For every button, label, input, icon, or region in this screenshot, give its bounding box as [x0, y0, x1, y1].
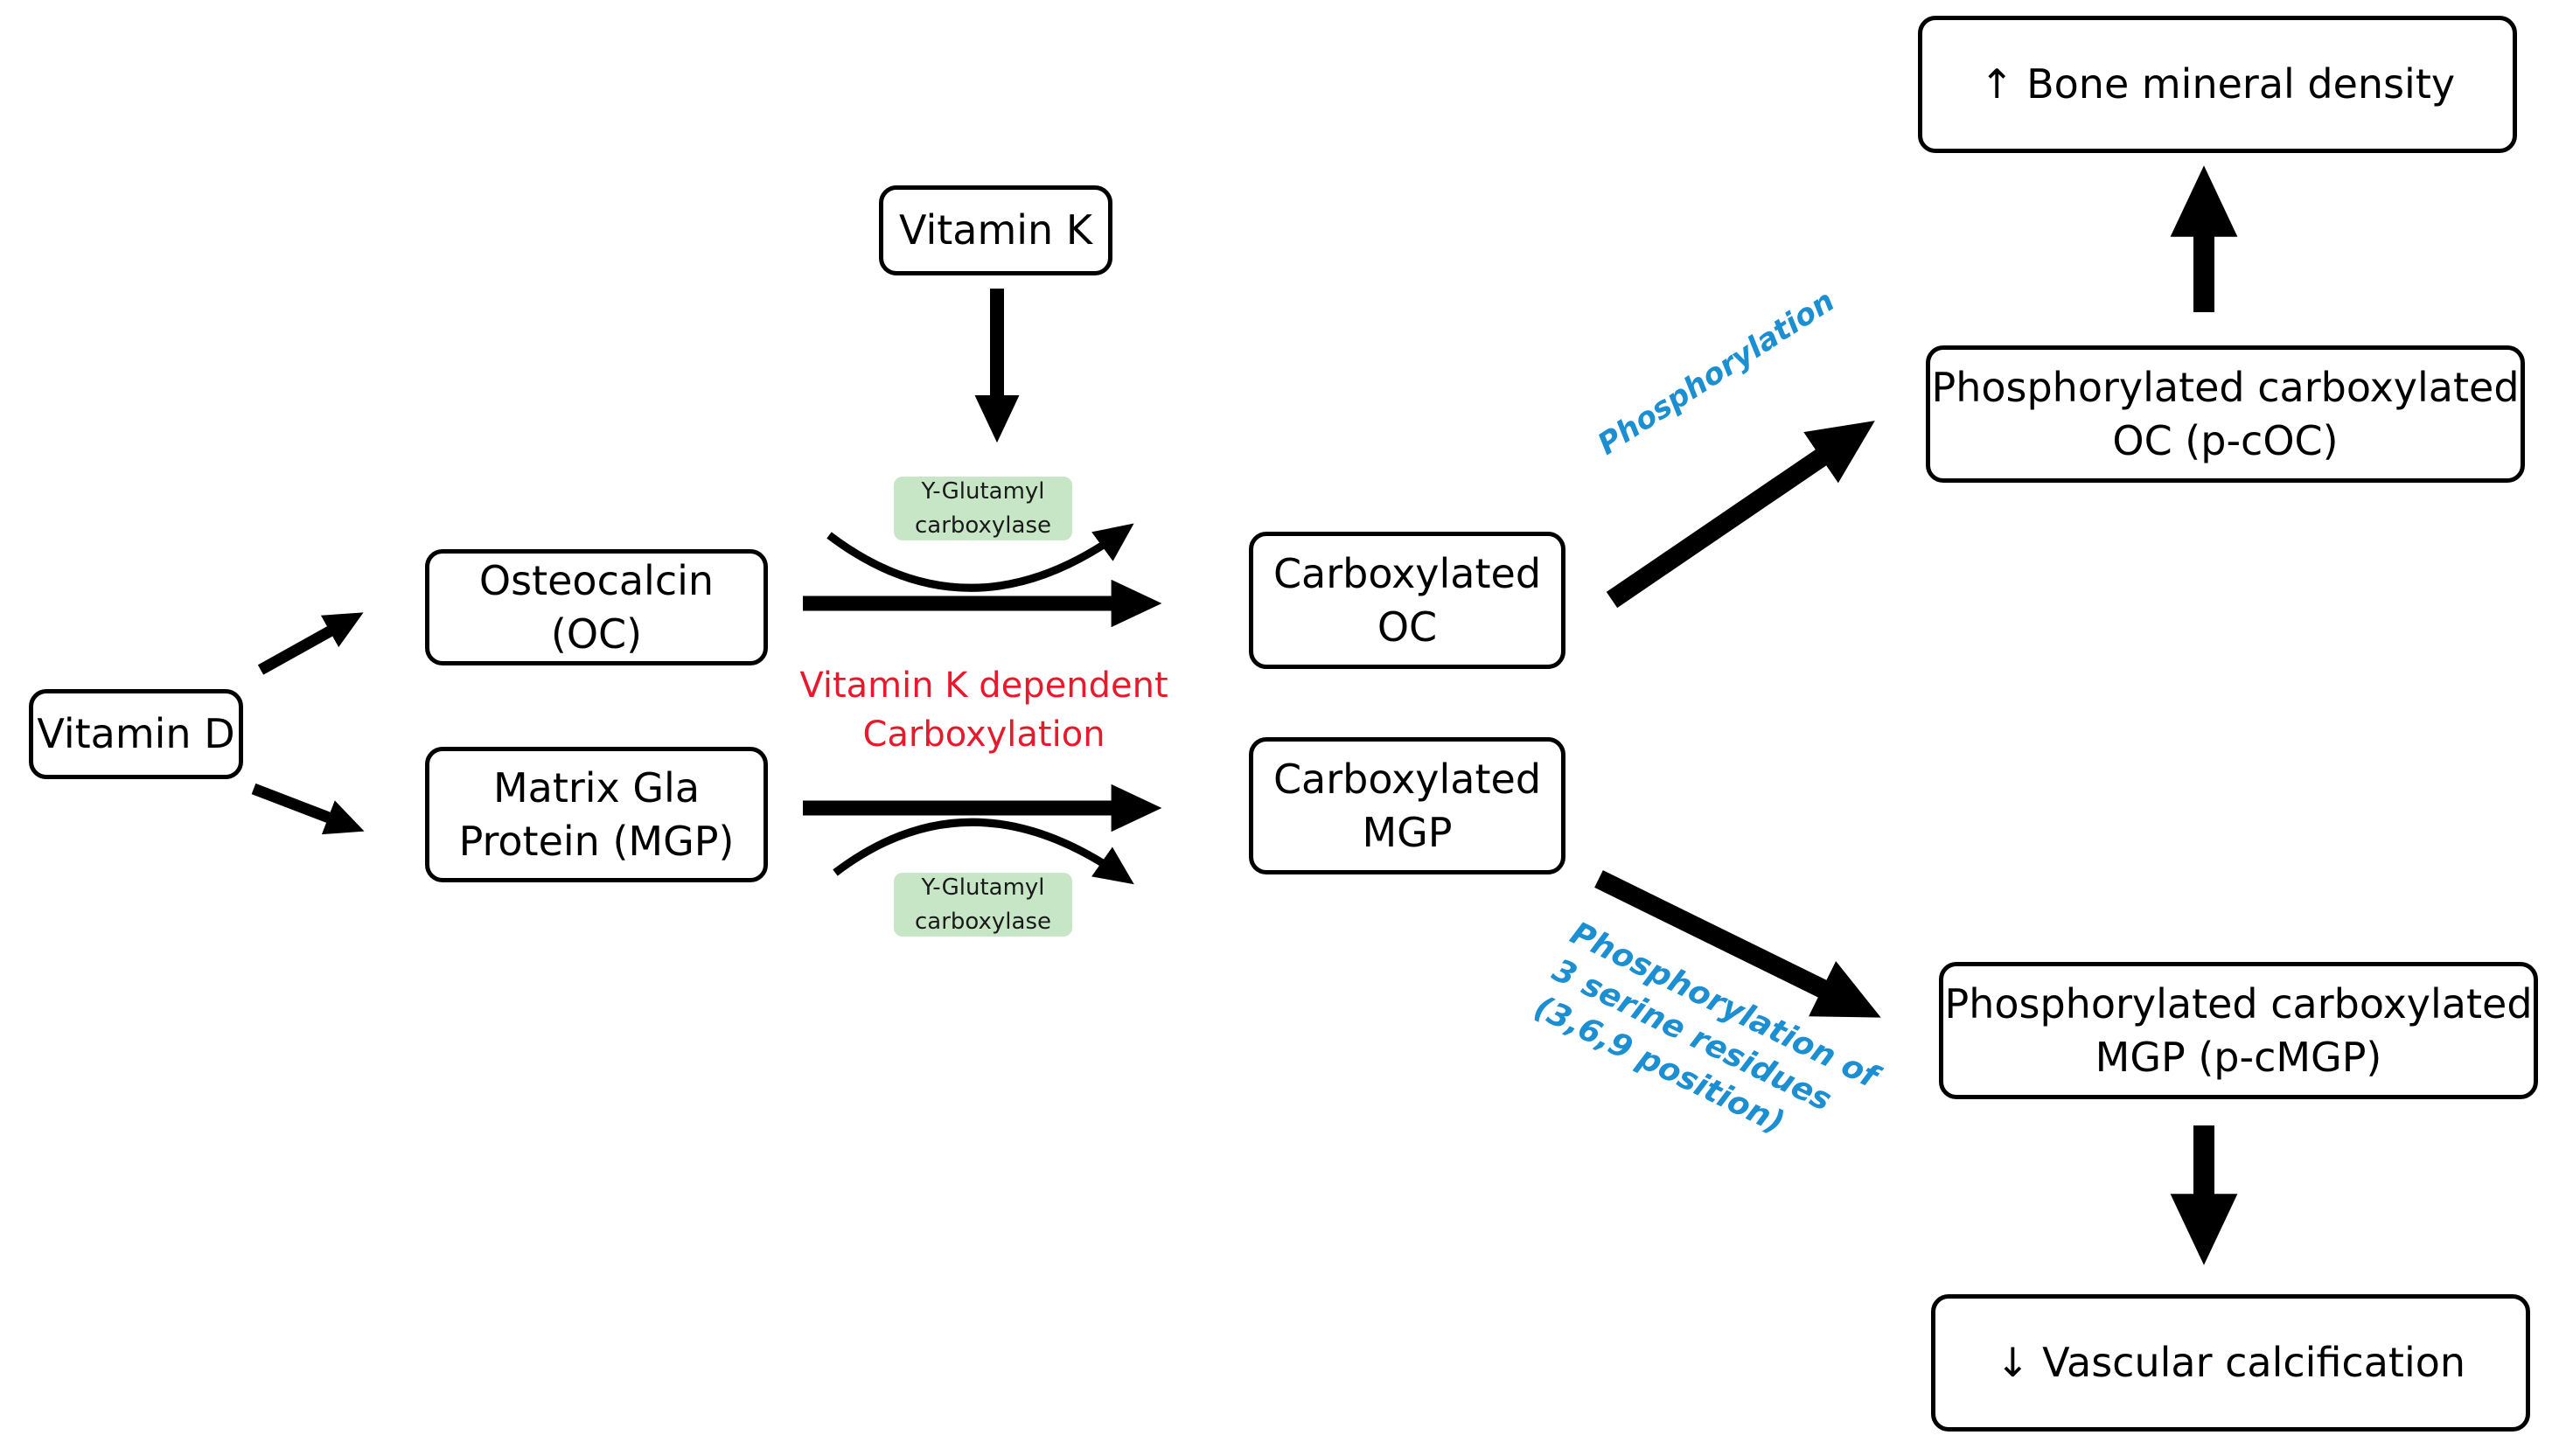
node-bone-density-label: ↑ Bone mineral density: [1979, 60, 2456, 108]
process-label: Vitamin K dependent Carboxylation: [787, 661, 1181, 759]
enzyme-label-oc: Y-Glutamyl carboxylase: [894, 477, 1072, 540]
arrow-vitamin-d-to-mgp: [251, 783, 365, 835]
process-label-line-2: Carboxylation: [862, 714, 1105, 755]
node-vascular-calcification-label: ↓ Vascular calcification: [1995, 1339, 2466, 1387]
arrow-vitamin-d-to-oc: [257, 612, 364, 675]
enzyme-label-mgp-line-2: carboxylase: [915, 908, 1051, 935]
node-osteocalcin-label: Osteocalcin (OC): [478, 556, 715, 658]
node-carboxylated-mgp-line-2: MGP: [1362, 808, 1453, 856]
node-vitamin-d: Vitamin D: [29, 689, 243, 779]
node-vitamin-k-label: Vitamin K: [899, 206, 1092, 254]
enzyme-label-oc-line-1: Y-Glutamyl: [921, 477, 1045, 505]
node-p-coc: Phosphorylated carboxylated OC (p-cOC): [1926, 345, 2525, 483]
node-carboxylated-mgp: Carboxylated MGP: [1249, 737, 1565, 874]
process-label-line-1: Vitamin K dependent: [799, 665, 1168, 706]
node-mgp-line-2: Protein (MGP): [458, 817, 735, 865]
node-mgp-line-1: Matrix Gla: [492, 763, 701, 812]
enzyme-curve-oc: [826, 523, 1134, 592]
node-carboxylated-oc-line-1: Carboxylated: [1273, 549, 1542, 597]
node-p-cmgp-line-2: MGP (p-cMGP): [2095, 1033, 2382, 1081]
enzyme-label-oc-line-2: carboxylase: [915, 512, 1051, 539]
node-carboxylated-oc: Carboxylated OC: [1249, 532, 1565, 669]
node-carboxylated-oc-line-2: OC: [1377, 603, 1438, 651]
node-vitamin-d-label: Vitamin D: [37, 710, 235, 758]
node-carboxylated-mgp-line-1: Carboxylated: [1273, 755, 1542, 803]
arrow-carboxylated-oc-to-p-coc: [1606, 421, 1875, 609]
node-p-coc-line-1: Phosphorylated carboxylated: [1931, 363, 2520, 411]
node-osteocalcin: Osteocalcin (OC): [425, 549, 768, 665]
enzyme-label-mgp-line-1: Y-Glutamyl: [921, 874, 1045, 901]
node-mgp: Matrix Gla Protein (MGP): [425, 747, 768, 882]
arrow-carboxylated-mgp-to-p-cmgp: [1594, 870, 1881, 1018]
node-vitamin-k: Vitamin K: [879, 185, 1112, 275]
node-p-coc-line-2: OC (p-cOC): [2112, 416, 2339, 464]
node-bone-density: ↑ Bone mineral density: [1918, 16, 2517, 153]
node-vascular-calcification: ↓ Vascular calcification: [1931, 1294, 2530, 1432]
node-p-cmgp-line-1: Phosphorylated carboxylated: [1944, 979, 2533, 1028]
node-p-cmgp: Phosphorylated carboxylated MGP (p-cMGP): [1939, 962, 2538, 1099]
enzyme-label-mgp: Y-Glutamyl carboxylase: [894, 873, 1072, 937]
enzyme-curve-mgp: [833, 818, 1134, 885]
